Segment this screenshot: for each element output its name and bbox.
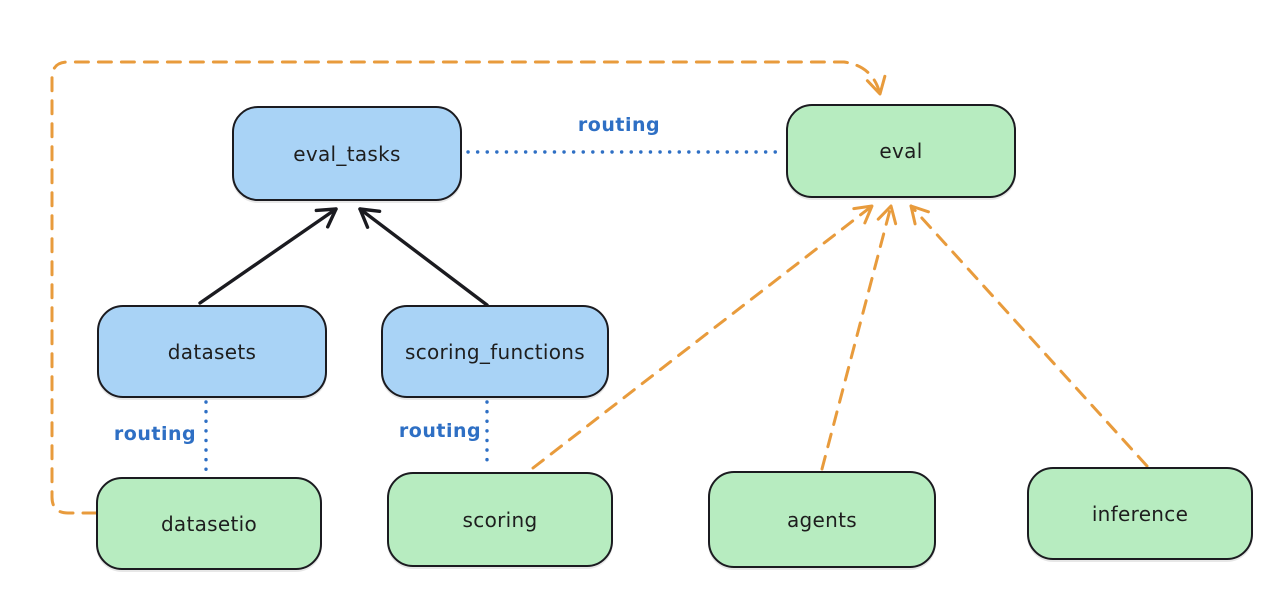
edge-label-routing-top: routing (577, 114, 661, 136)
node-label-datasets: datasets (167, 339, 257, 364)
edge-scoring-to-eval (531, 204, 874, 470)
node-label-eval: eval (879, 139, 923, 163)
edge-datasetio-to-eval (50, 60, 887, 515)
edge-agents-to-eval (820, 204, 898, 471)
node-label-scoring-functions: scoring_functions (404, 339, 586, 364)
edge-label-routing-left: routing (113, 423, 197, 445)
edge-inference-to-eval (909, 204, 1149, 468)
node-label-scoring: scoring (462, 507, 538, 532)
node-label-agents: agents (787, 507, 857, 532)
edge-datasets-to-eval-tasks (198, 207, 338, 305)
node-scoring: scoring (387, 472, 613, 567)
edge-label-routing-middle: routing (398, 420, 482, 442)
node-label-eval-tasks: eval_tasks (293, 141, 401, 166)
node-label-datasetio: datasetio (160, 511, 258, 536)
node-eval-tasks: eval_tasks (232, 106, 462, 201)
node-agents: agents (708, 471, 936, 568)
edge-scoring-functions-to-eval-tasks (358, 207, 489, 307)
node-label-inference: inference (1091, 501, 1189, 526)
node-eval: eval (786, 104, 1016, 198)
node-inference: inference (1027, 467, 1253, 560)
node-datasets: datasets (97, 305, 327, 398)
node-datasetio: datasetio (96, 477, 322, 570)
node-scoring-functions: scoring_functions (381, 305, 609, 398)
